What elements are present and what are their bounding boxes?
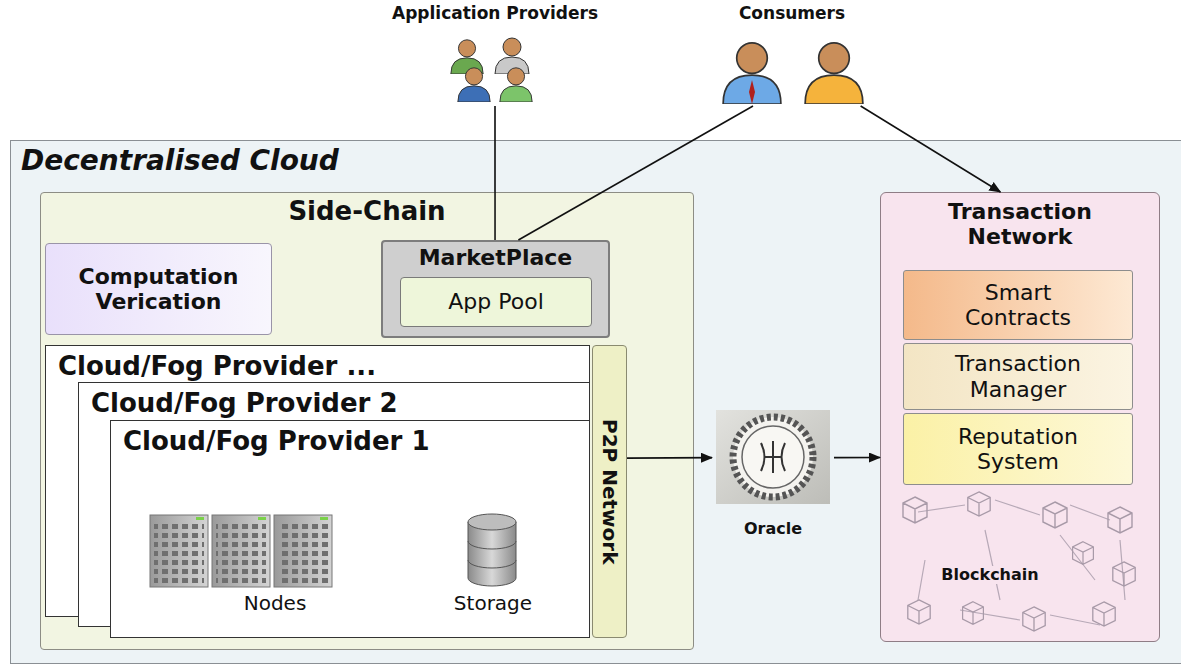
process-box: Transaction Manager [903, 343, 1133, 410]
process-box: Reputation System [903, 413, 1133, 485]
heading: Application Providers [392, 4, 598, 24]
oracle-icon [716, 410, 830, 504]
actor-group: Application Providers [400, 4, 590, 106]
process-box: Computation Verication [45, 243, 272, 335]
label: Transaction Manager [918, 351, 1118, 402]
network-bar: P2P Network [592, 345, 627, 638]
icon-label: Blockchain [932, 566, 1048, 584]
people-icon [451, 38, 532, 102]
heading: Decentralised Cloud [21, 145, 339, 177]
server-icon [150, 515, 332, 587]
connector [494, 106, 496, 240]
heading: Cloud/Fog Provider ... [58, 352, 376, 382]
connector [834, 457, 880, 459]
process-box: Smart Contracts [903, 270, 1133, 340]
heading: Cloud/Fog Provider 1 [123, 427, 430, 457]
process-box: App Pool [400, 277, 592, 327]
label: App Pool [448, 289, 544, 314]
storage-icon [468, 514, 516, 586]
label: Computation Verication [54, 264, 264, 315]
label: Oracle [744, 520, 802, 538]
group-box: MarketPlaceApp Pool [381, 240, 610, 338]
heading: MarketPlace [419, 245, 573, 270]
label: Smart Contracts [938, 280, 1098, 331]
label: P2P Network [598, 419, 621, 564]
icon-label: Nodes [225, 592, 325, 615]
heading: Cloud/Fog Provider 2 [91, 389, 398, 419]
region-panel: Side-ChainComputation Verication MarketPl… [40, 192, 694, 650]
heading: Consumers [739, 4, 845, 24]
heading: Transaction Network [920, 199, 1120, 250]
heading: Side-Chain [288, 197, 445, 227]
label: Reputation System [938, 424, 1098, 475]
icon-label: Storage [438, 592, 548, 615]
people-icon [723, 43, 863, 104]
